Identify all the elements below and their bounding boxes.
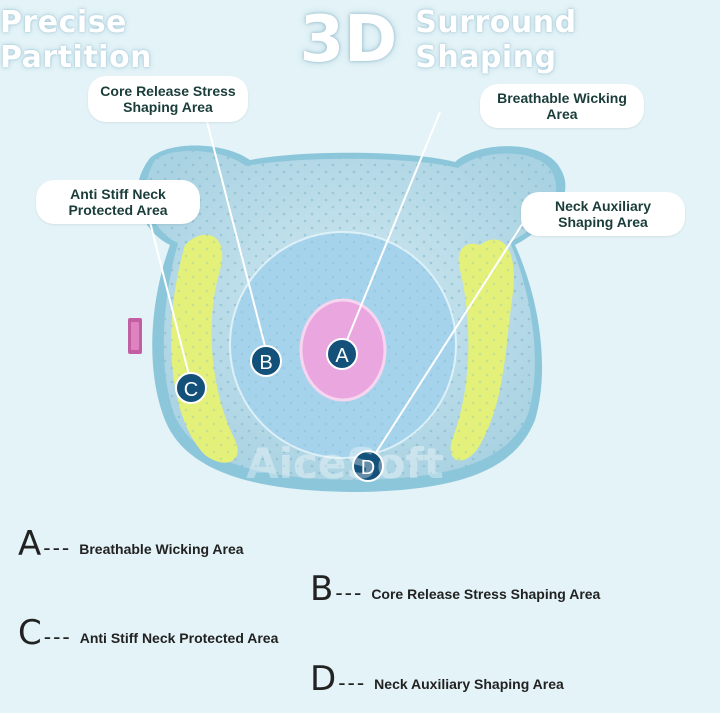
legend-desc: Core Release Stress Shaping Area: [371, 586, 601, 602]
marker-b: B: [250, 345, 282, 377]
callout-core-release: Core Release Stress Shaping Area: [88, 76, 248, 122]
svg-text:D: D: [361, 457, 375, 479]
watermark: AiceSoft: [246, 439, 444, 488]
callout-anti-stiff-neck: Anti Stiff Neck Protected Area: [36, 180, 200, 224]
headline-3d: 3D: [299, 3, 398, 77]
legend-desc: Neck Auxiliary Shaping Area: [374, 676, 564, 692]
svg-text:A: A: [335, 345, 349, 367]
legend-letter: B: [310, 569, 334, 609]
svg-text:B: B: [259, 352, 272, 374]
legend-row-c: C --- Anti Stiff Neck Protected Area: [18, 616, 278, 650]
legend-dash: ---: [43, 535, 72, 560]
legend-desc: Anti Stiff Neck Protected Area: [79, 630, 279, 646]
callout-breathable-wicking: Breathable Wicking Area: [480, 84, 644, 128]
leader-a: [344, 111, 441, 346]
marker-a: A: [326, 338, 358, 370]
legend-letter: D: [310, 659, 337, 699]
legend-letter: A: [18, 524, 42, 564]
leader-c: [149, 221, 192, 384]
leader-b: [205, 117, 267, 351]
legend-row-a: A --- Breathable Wicking Area: [18, 527, 244, 561]
leader-d: [369, 222, 524, 463]
headline-left: Precise Partition: [0, 5, 152, 75]
svg-text:C: C: [184, 379, 198, 401]
legend-row-b: B --- Core Release Stress Shaping Area: [310, 572, 600, 606]
callout-neck-auxiliary: Neck Auxiliary Shaping Area: [521, 192, 685, 236]
marker-c: C: [175, 372, 207, 404]
legend-letter: C: [18, 613, 42, 653]
headline-right: Surround Shaping: [415, 5, 577, 75]
headline: Precise Partition 3D Surround Shaping: [0, 0, 720, 80]
marker-d: D: [352, 450, 384, 482]
legend-dash: ---: [338, 670, 367, 695]
legend-dash: ---: [43, 624, 72, 649]
legend-row-d: D --- Neck Auxiliary Shaping Area: [310, 662, 564, 696]
legend-dash: ---: [335, 580, 364, 605]
legend-desc: Breathable Wicking Area: [79, 541, 244, 557]
